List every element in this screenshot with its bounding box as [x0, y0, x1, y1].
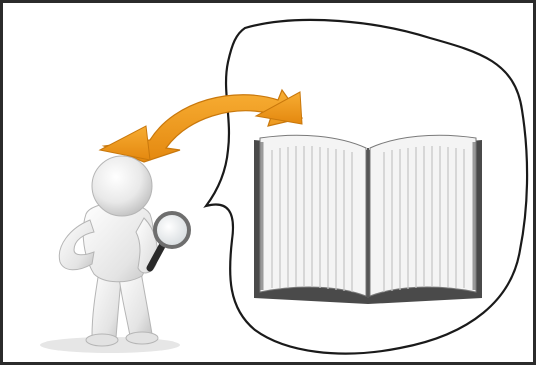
open-book-icon — [254, 135, 482, 304]
